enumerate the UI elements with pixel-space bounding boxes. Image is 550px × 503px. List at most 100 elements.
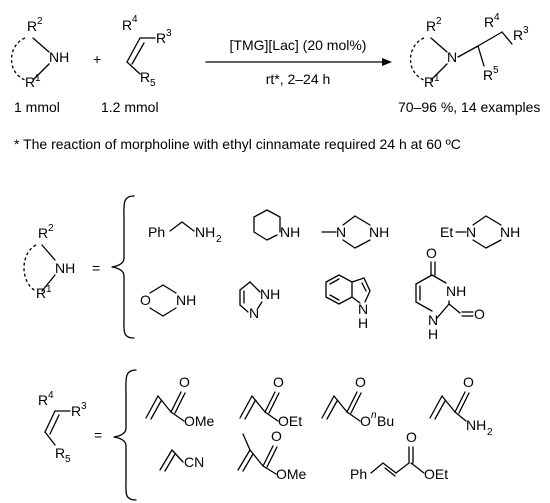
- svg-text:O: O: [406, 429, 417, 445]
- svg-text:1: 1: [46, 284, 52, 295]
- n-butyl-acrylate-structure: O O n Bu: [321, 374, 394, 429]
- amine-generic-label: R 2 NH R 1 =: [23, 223, 100, 301]
- methyl-acrylate-structure: O OMe: [145, 374, 215, 429]
- svg-text:NH: NH: [55, 260, 75, 276]
- svg-text:O: O: [426, 245, 437, 261]
- alkene-amount: 1.2 mmol: [101, 99, 159, 115]
- svg-text:NH: NH: [260, 286, 280, 302]
- svg-text:O: O: [355, 374, 366, 390]
- svg-text:N: N: [358, 301, 368, 317]
- svg-text:2: 2: [37, 16, 43, 27]
- svg-text:R: R: [27, 18, 37, 34]
- catalyst-label: [TMG][Lac] (20 mol%): [230, 37, 367, 53]
- alkene-reactant: R 4 R 3 R 5: [122, 14, 172, 89]
- svg-text:2: 2: [487, 427, 493, 438]
- svg-text:Ph: Ph: [148, 224, 165, 240]
- amine-reactant: R 2 NH R 1: [10, 16, 69, 90]
- svg-text:5: 5: [150, 78, 156, 89]
- svg-text:O: O: [179, 374, 190, 390]
- svg-text:R: R: [55, 445, 65, 461]
- svg-text:OEt: OEt: [424, 466, 448, 482]
- svg-text:O: O: [360, 413, 371, 429]
- conditions-label: rt*, 2–24 h: [266, 71, 331, 87]
- methyl-methacrylate-structure: O OMe: [237, 428, 307, 482]
- svg-text:3: 3: [166, 28, 172, 39]
- n-methylpiperazine-structure: N NH: [321, 215, 389, 249]
- svg-text:R: R: [483, 67, 493, 83]
- svg-text:3: 3: [523, 25, 529, 36]
- svg-text:OMe: OMe: [184, 413, 215, 429]
- svg-text:CN: CN: [184, 454, 204, 470]
- footnote: * The reaction of morpholine with ethyl …: [14, 136, 461, 152]
- svg-text:3: 3: [81, 401, 87, 412]
- svg-text:N: N: [336, 224, 346, 240]
- svg-text:5: 5: [65, 454, 71, 465]
- svg-text:N: N: [447, 49, 457, 65]
- alkene-scope-brace: [113, 369, 137, 501]
- svg-text:1: 1: [434, 73, 440, 84]
- svg-text:2: 2: [48, 223, 54, 234]
- svg-text:R: R: [426, 18, 436, 34]
- svg-text:N: N: [466, 224, 476, 240]
- svg-text:O: O: [140, 292, 151, 308]
- svg-text:Bu: Bu: [377, 413, 394, 429]
- svg-text:5: 5: [493, 65, 499, 76]
- indole-structure: N H: [325, 274, 371, 331]
- svg-text:4: 4: [48, 390, 54, 401]
- plus-sign: +: [93, 51, 101, 67]
- svg-text:NH: NH: [195, 224, 215, 240]
- amine-amount: 1 mmol: [14, 99, 60, 115]
- svg-text:R: R: [484, 14, 494, 30]
- svg-text:R: R: [71, 403, 81, 419]
- svg-text:R: R: [156, 30, 166, 46]
- amine-scope-brace: [111, 195, 135, 339]
- svg-text:O: O: [474, 306, 485, 322]
- svg-text:O: O: [271, 428, 282, 444]
- svg-text:R: R: [25, 74, 35, 90]
- svg-text:2: 2: [216, 234, 222, 245]
- n-ethylpiperazine-structure: Et N NH: [440, 215, 520, 249]
- svg-text:2: 2: [436, 16, 442, 27]
- svg-text:H: H: [358, 315, 368, 331]
- reaction-arrow: [205, 58, 392, 66]
- acrylamide-structure: O NH 2: [429, 374, 493, 438]
- svg-text:=: =: [94, 427, 102, 443]
- ethyl-cinnamate-structure: Ph O OEt: [350, 429, 448, 482]
- svg-text:R: R: [36, 285, 46, 301]
- svg-text:NH: NH: [446, 283, 466, 299]
- ethyl-acrylate-structure: O OEt: [239, 374, 302, 429]
- svg-text:NH: NH: [176, 292, 196, 308]
- svg-text:=: =: [92, 260, 100, 276]
- svg-text:R: R: [140, 69, 150, 85]
- acrylonitrile-structure: CN: [159, 449, 204, 472]
- svg-text:Ph: Ph: [350, 466, 367, 482]
- svg-text:NH: NH: [466, 417, 486, 433]
- yield-summary: 70–96 %, 14 examples: [398, 99, 540, 115]
- pyrazole-structure: NH N: [239, 281, 280, 321]
- benzylamine-structure: Ph NH 2: [148, 221, 222, 245]
- svg-text:N: N: [428, 312, 438, 328]
- svg-text:R: R: [122, 17, 132, 33]
- svg-text:O: O: [273, 374, 284, 390]
- svg-text:4: 4: [494, 12, 500, 23]
- svg-text:R: R: [424, 74, 434, 90]
- svg-text:H: H: [428, 326, 438, 342]
- alkene-generic-label: R 4 R 3 R 5 =: [38, 390, 102, 465]
- morpholine-structure: O NH: [140, 284, 196, 317]
- product-structure: R 2 N R 1 R 4 R 3 R 5: [409, 12, 529, 90]
- piperidine-structure: NH: [253, 209, 300, 241]
- svg-text:Et: Et: [440, 224, 453, 240]
- svg-text:NH: NH: [280, 224, 300, 240]
- svg-text:OMe: OMe: [276, 466, 307, 482]
- svg-text:1: 1: [35, 73, 41, 84]
- svg-text:NH: NH: [369, 224, 389, 240]
- svg-text:OEt: OEt: [278, 413, 302, 429]
- svg-text:R: R: [513, 27, 523, 43]
- svg-text:n: n: [371, 410, 377, 421]
- uracil-structure: O NH O N H: [415, 245, 485, 342]
- svg-text:R: R: [38, 392, 48, 408]
- svg-text:4: 4: [132, 14, 138, 25]
- svg-text:N: N: [249, 305, 259, 321]
- svg-text:R: R: [38, 225, 48, 241]
